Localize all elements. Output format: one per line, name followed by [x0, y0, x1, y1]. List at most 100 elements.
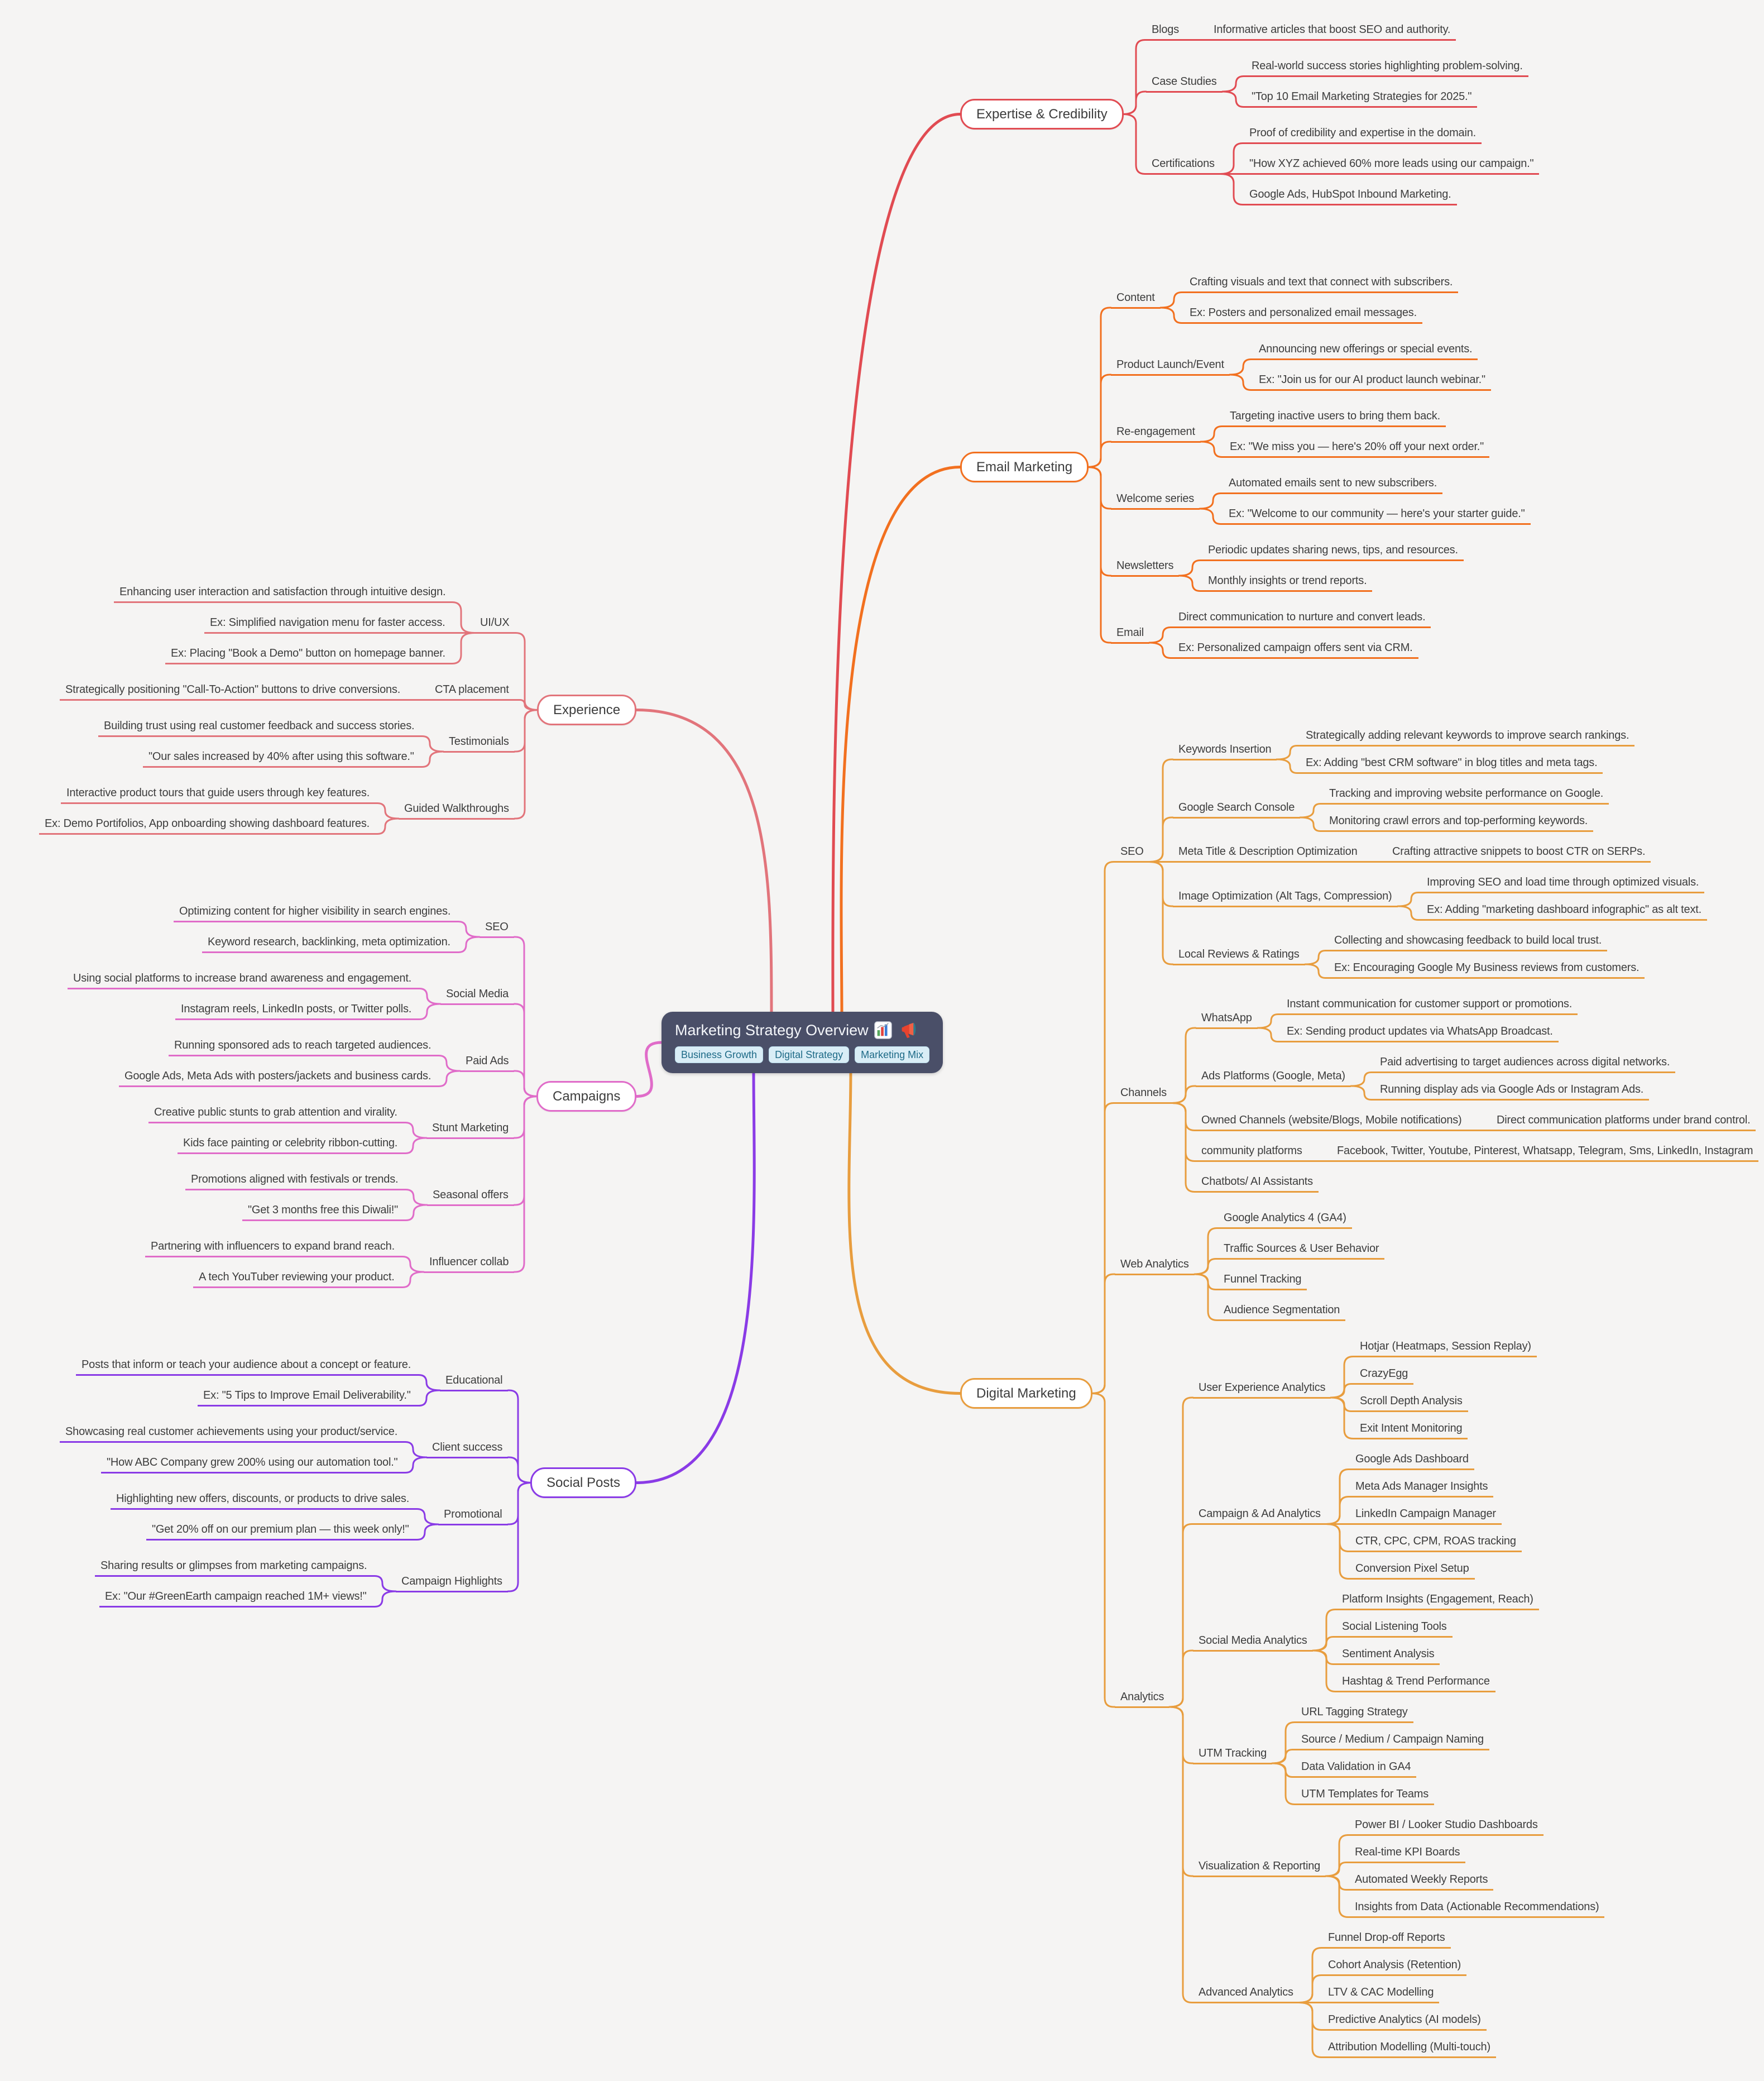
node-partnering-with-influencers-to-expand-bran[interactable]: Partnering with influencers to expand br… — [145, 1240, 400, 1257]
node-periodic-updates-sharing-news-tips-and-res[interactable]: Periodic updates sharing news, tips, and… — [1202, 543, 1464, 561]
node-campaign-highlights[interactable]: Campaign Highlights — [396, 1575, 508, 1592]
node-image-optimization-alt-tags-compression[interactable]: Image Optimization (Alt Tags, Compressio… — [1173, 889, 1398, 907]
node-using-social-platforms-to-increase-brand-a[interactable]: Using social platforms to increase brand… — [68, 972, 418, 989]
node-user-experience-analytics[interactable]: User Experience Analytics — [1193, 1381, 1331, 1399]
node-campaign-ad-analytics[interactable]: Campaign & Ad Analytics — [1193, 1507, 1326, 1525]
node-direct-communication-to-nurture-and-conver[interactable]: Direct communication to nurture and conv… — [1173, 610, 1431, 628]
node-get-3-months-free-this-diwali[interactable]: "Get 3 months free this Diwali!" — [242, 1203, 404, 1221]
node-owned-channels-website-blogs-mobile-notifi[interactable]: Owned Channels (website/Blogs, Mobile no… — [1196, 1113, 1468, 1131]
node-ex-personalized-campaign-offers-sent-via-c[interactable]: Ex: Personalized campaign offers sent vi… — [1173, 641, 1418, 659]
node-how-abc-company-grew-200-using-our-automat[interactable]: "How ABC Company grew 200% using our aut… — [101, 1456, 404, 1474]
root-node[interactable]: Marketing Strategy Overview — [662, 1012, 943, 1073]
node-ex-sending-product-updates-via-whatsapp-br[interactable]: Ex: Sending product updates via WhatsApp… — [1281, 1025, 1559, 1042]
node-email[interactable]: Email — [1111, 626, 1150, 644]
branch-expertise-credibility[interactable]: Expertise & Credibility — [960, 99, 1124, 130]
node-chatbots-ai-assistants[interactable]: Chatbots/ AI Assistants — [1196, 1175, 1319, 1193]
node-ex-posters-and-personalized-email-messages[interactable]: Ex: Posters and personalized email messa… — [1184, 306, 1422, 324]
node-instagram-reels-linkedin-posts-or-twitter-[interactable]: Instagram reels, LinkedIn posts, or Twit… — [175, 1002, 418, 1020]
node-visualization-reporting[interactable]: Visualization & Reporting — [1193, 1859, 1326, 1877]
node-seo[interactable]: SEO — [480, 920, 514, 938]
node-social-media[interactable]: Social Media — [440, 987, 515, 1005]
node-google-ads-dashboard[interactable]: Google Ads Dashboard — [1350, 1452, 1474, 1470]
node-collecting-and-showcasing-feedback-to-buil[interactable]: Collecting and showcasing feedback to bu… — [1329, 934, 1608, 951]
node-utm-tracking[interactable]: UTM Tracking — [1193, 1747, 1273, 1764]
node-predictive-analytics-ai-models[interactable]: Predictive Analytics (AI models) — [1322, 2013, 1487, 2031]
node-conversion-pixel-setup[interactable]: Conversion Pixel Setup — [1350, 1562, 1475, 1580]
node-improving-seo-and-load-time-through-optimi[interactable]: Improving SEO and load time through opti… — [1421, 876, 1705, 893]
node-ex-demo-portifolios-app-onboarding-showing[interactable]: Ex: Demo Portifolios, App onboarding sho… — [39, 817, 376, 835]
node-welcome-series[interactable]: Welcome series — [1111, 492, 1200, 510]
node-enhancing-user-interaction-and-satisfactio[interactable]: Enhancing user interaction and satisfact… — [114, 585, 452, 603]
node-crazyegg[interactable]: CrazyEgg — [1354, 1367, 1414, 1385]
node-posts-that-inform-or-teach-your-audience-a[interactable]: Posts that inform or teach your audience… — [76, 1358, 417, 1376]
node-targeting-inactive-users-to-bring-them-bac[interactable]: Targeting inactive users to bring them b… — [1224, 409, 1446, 427]
node-certifications[interactable]: Certifications — [1146, 157, 1220, 175]
node-meta-title-description-optimization[interactable]: Meta Title & Description Optimization — [1173, 845, 1363, 863]
node-tracking-and-improving-website-performance[interactable]: Tracking and improving website performan… — [1324, 787, 1609, 805]
node-automated-weekly-reports[interactable]: Automated Weekly Reports — [1349, 1873, 1494, 1891]
node-a-tech-youtuber-reviewing-your-product[interactable]: A tech YouTuber reviewing your product. — [193, 1270, 400, 1288]
node-paid-advertising-to-target-audiences-acros[interactable]: Paid advertising to target audiences acr… — [1374, 1055, 1676, 1073]
node-local-reviews-ratings[interactable]: Local Reviews & Ratings — [1173, 948, 1305, 965]
node-attribution-modelling-multi-touch[interactable]: Attribution Modelling (Multi-touch) — [1322, 2040, 1496, 2058]
node-blogs[interactable]: Blogs — [1146, 23, 1185, 41]
node-ex-placing-book-a-demo-button-on-homepage-[interactable]: Ex: Placing "Book a Demo" button on home… — [165, 647, 451, 664]
node-optimizing-content-for-higher-visibility-i[interactable]: Optimizing content for higher visibility… — [174, 905, 457, 922]
node-ex-welcome-to-our-community-here-s-your-st[interactable]: Ex: "Welcome to our community — here's y… — [1223, 507, 1531, 525]
node-newsletters[interactable]: Newsletters — [1111, 559, 1180, 577]
node-sharing-results-or-glimpses-from-marketing[interactable]: Sharing results or glimpses from marketi… — [95, 1559, 373, 1577]
node-instant-communication-for-customer-support[interactable]: Instant communication for customer suppo… — [1281, 997, 1578, 1015]
node-insights-from-data-actionable-recommendati[interactable]: Insights from Data (Actionable Recommend… — [1349, 1900, 1605, 1918]
node-power-bi-looker-studio-dashboards[interactable]: Power BI / Looker Studio Dashboards — [1349, 1818, 1544, 1836]
node-strategically-positioning-call-to-action-b[interactable]: Strategically positioning "Call-To-Actio… — [60, 683, 406, 701]
node-proof-of-credibility-and-expertise-in-the-[interactable]: Proof of credibility and expertise in th… — [1244, 126, 1482, 144]
node-influencer-collab[interactable]: Influencer collab — [424, 1255, 515, 1273]
node-social-media-analytics[interactable]: Social Media Analytics — [1193, 1634, 1313, 1652]
node-crafting-attractive-snippets-to-boost-ctr-[interactable]: Crafting attractive snippets to boost CT… — [1387, 845, 1651, 863]
node-channels[interactable]: Channels — [1115, 1086, 1172, 1104]
node-facebook-twitter-youtube-pinterest-whatsap[interactable]: Facebook, Twitter, Youtube, Pinterest, W… — [1331, 1144, 1759, 1162]
node-client-success[interactable]: Client success — [426, 1441, 509, 1458]
node-cohort-analysis-retention[interactable]: Cohort Analysis (Retention) — [1322, 1958, 1467, 1976]
node-source-medium-campaign-naming[interactable]: Source / Medium / Campaign Naming — [1296, 1733, 1489, 1750]
branch-digital-marketing[interactable]: Digital Marketing — [960, 1378, 1092, 1409]
node-ex-our-greenearth-campaign-reached-1m-view[interactable]: Ex: "Our #GreenEarth campaign reached 1M… — [99, 1590, 372, 1608]
node-crafting-visuals-and-text-that-connect-wit[interactable]: Crafting visuals and text that connect w… — [1184, 275, 1459, 293]
node-ctr-cpc-cpm-roas-tracking[interactable]: CTR, CPC, CPM, ROAS tracking — [1350, 1534, 1522, 1552]
node-monitoring-crawl-errors-and-top-performing[interactable]: Monitoring crawl errors and top-performi… — [1324, 814, 1594, 832]
node-building-trust-using-real-customer-feedbac[interactable]: Building trust using real customer feedb… — [98, 719, 420, 737]
node-guided-walkthroughs[interactable]: Guided Walkthroughs — [399, 802, 515, 820]
node-real-world-success-stories-highlighting-pr[interactable]: Real-world success stories highlighting … — [1246, 59, 1528, 77]
node-stunt-marketing[interactable]: Stunt Marketing — [426, 1121, 515, 1139]
node-funnel-tracking[interactable]: Funnel Tracking — [1218, 1272, 1307, 1290]
node-case-studies[interactable]: Case Studies — [1146, 75, 1223, 93]
node-url-tagging-strategy[interactable]: URL Tagging Strategy — [1296, 1705, 1413, 1723]
node-ex-5-tips-to-improve-email-deliverability[interactable]: Ex: "5 Tips to Improve Email Deliverabil… — [198, 1389, 416, 1407]
node-testimonials[interactable]: Testimonials — [443, 735, 515, 753]
node-kids-face-painting-or-celebrity-ribbon-cut[interactable]: Kids face painting or celebrity ribbon-c… — [178, 1136, 404, 1154]
node-funnel-drop-off-reports[interactable]: Funnel Drop-off Reports — [1322, 1931, 1451, 1949]
node-hotjar-heatmaps-session-replay[interactable]: Hotjar (Heatmaps, Session Replay) — [1354, 1340, 1537, 1357]
node-direct-communication-platforms-under-brand[interactable]: Direct communication platforms under bra… — [1491, 1113, 1756, 1131]
node-hashtag-trend-performance[interactable]: Hashtag & Trend Performance — [1336, 1675, 1495, 1692]
node-linkedin-campaign-manager[interactable]: LinkedIn Campaign Manager — [1350, 1507, 1502, 1525]
node-seasonal-offers[interactable]: Seasonal offers — [427, 1188, 514, 1206]
node-ex-encouraging-google-my-business-reviews-[interactable]: Ex: Encouraging Google My Business revie… — [1329, 961, 1645, 979]
node-paid-ads[interactable]: Paid Ads — [460, 1054, 515, 1072]
node-google-search-console[interactable]: Google Search Console — [1173, 801, 1301, 819]
node-community-platforms[interactable]: community platforms — [1196, 1144, 1308, 1162]
node-advanced-analytics[interactable]: Advanced Analytics — [1193, 1986, 1299, 2003]
branch-experience[interactable]: Experience — [537, 695, 637, 725]
node-exit-intent-monitoring[interactable]: Exit Intent Monitoring — [1354, 1422, 1468, 1439]
node-sentiment-analysis[interactable]: Sentiment Analysis — [1336, 1647, 1440, 1665]
node-showcasing-real-customer-achievements-usin[interactable]: Showcasing real customer achievements us… — [60, 1425, 404, 1443]
node-social-listening-tools[interactable]: Social Listening Tools — [1336, 1620, 1453, 1638]
node-top-10-email-marketing-strategies-for-2025[interactable]: "Top 10 Email Marketing Strategies for 2… — [1246, 90, 1478, 108]
node-google-ads-hubspot-inbound-marketing[interactable]: Google Ads, HubSpot Inbound Marketing. — [1244, 188, 1457, 205]
node-utm-templates-for-teams[interactable]: UTM Templates for Teams — [1296, 1787, 1435, 1805]
node-monthly-insights-or-trend-reports[interactable]: Monthly insights or trend reports. — [1202, 574, 1373, 592]
node-keywords-insertion[interactable]: Keywords Insertion — [1173, 743, 1277, 760]
branch-social-posts[interactable]: Social Posts — [530, 1467, 637, 1498]
node-meta-ads-manager-insights[interactable]: Meta Ads Manager Insights — [1350, 1480, 1494, 1498]
node-ex-adding-best-crm-software-in-blog-titles[interactable]: Ex: Adding "best CRM software" in blog t… — [1300, 756, 1603, 774]
